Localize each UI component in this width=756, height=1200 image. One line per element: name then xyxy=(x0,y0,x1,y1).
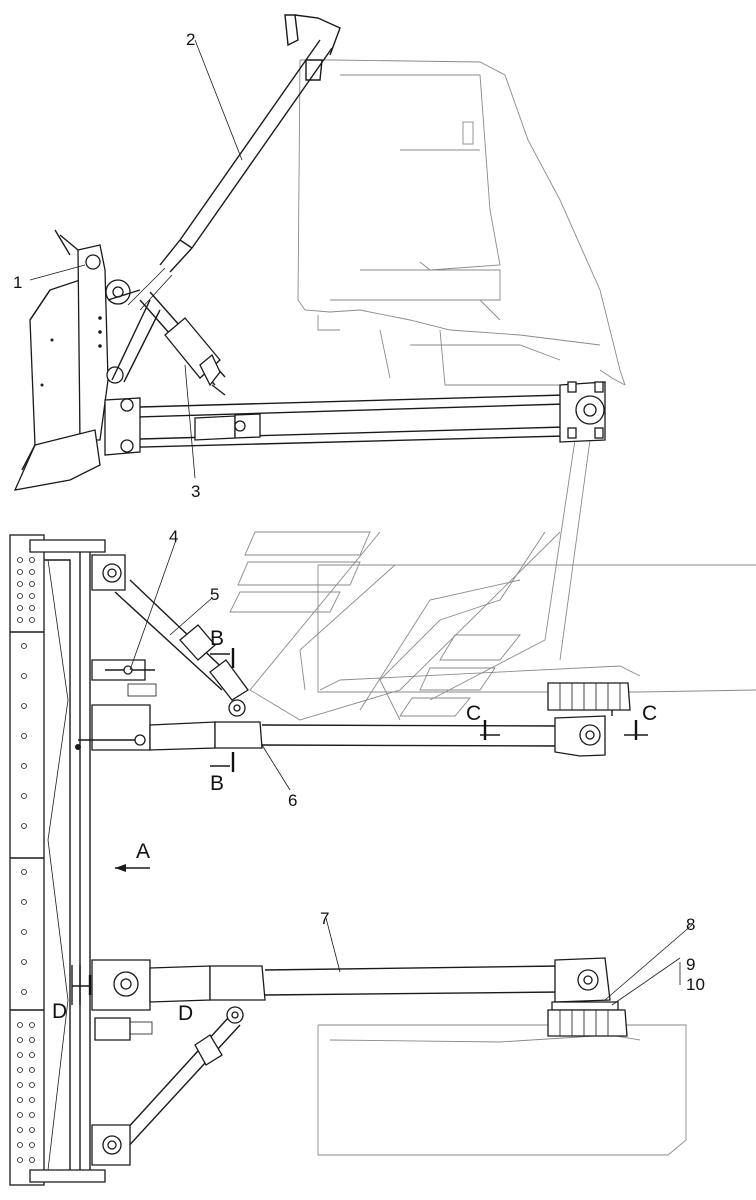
callout-4: 4 xyxy=(169,527,178,546)
push-arm-7 xyxy=(71,957,619,1041)
push-arm-6 xyxy=(75,659,613,757)
callout-labels: 1 2 3 4 5 6 7 8 9 10 xyxy=(13,30,705,994)
lower-tilt-cylinder xyxy=(91,1006,244,1166)
callout-7: 7 xyxy=(320,909,329,928)
leader-lines xyxy=(29,39,693,1006)
view-labels: A B B C C D D xyxy=(52,627,657,1025)
chassis-shape xyxy=(229,531,756,721)
lower-chassis xyxy=(317,1009,687,1156)
view-label-c-left: C xyxy=(466,702,481,725)
callout-10: 10 xyxy=(686,975,705,994)
blade-holes xyxy=(17,557,35,1163)
vehicle-body-outline xyxy=(297,59,626,386)
lift-cylinder-2 xyxy=(127,14,341,311)
callout-6: 6 xyxy=(288,791,297,810)
view-label-b-top: B xyxy=(210,627,224,650)
callout-3: 3 xyxy=(191,482,200,501)
plan-view xyxy=(9,531,756,1186)
tilt-cylinder-5 xyxy=(91,554,249,717)
view-label-c-right: C xyxy=(642,702,657,725)
callout-1: 1 xyxy=(13,273,22,292)
view-label-b-bottom: B xyxy=(210,772,224,795)
blade-plan xyxy=(9,534,106,1186)
push-arm-side xyxy=(104,381,606,456)
blade-side-1 xyxy=(13,229,161,491)
view-label-d-left: D xyxy=(52,1000,67,1023)
tilt-cylinder-3 xyxy=(139,291,226,396)
view-label-d-right: D xyxy=(178,1002,193,1025)
side-view xyxy=(13,14,626,701)
view-label-a: A xyxy=(136,840,150,863)
callout-9: 9 xyxy=(686,955,695,974)
callout-2: 2 xyxy=(186,30,195,49)
callout-8: 8 xyxy=(686,915,695,934)
callout-5: 5 xyxy=(210,585,219,604)
